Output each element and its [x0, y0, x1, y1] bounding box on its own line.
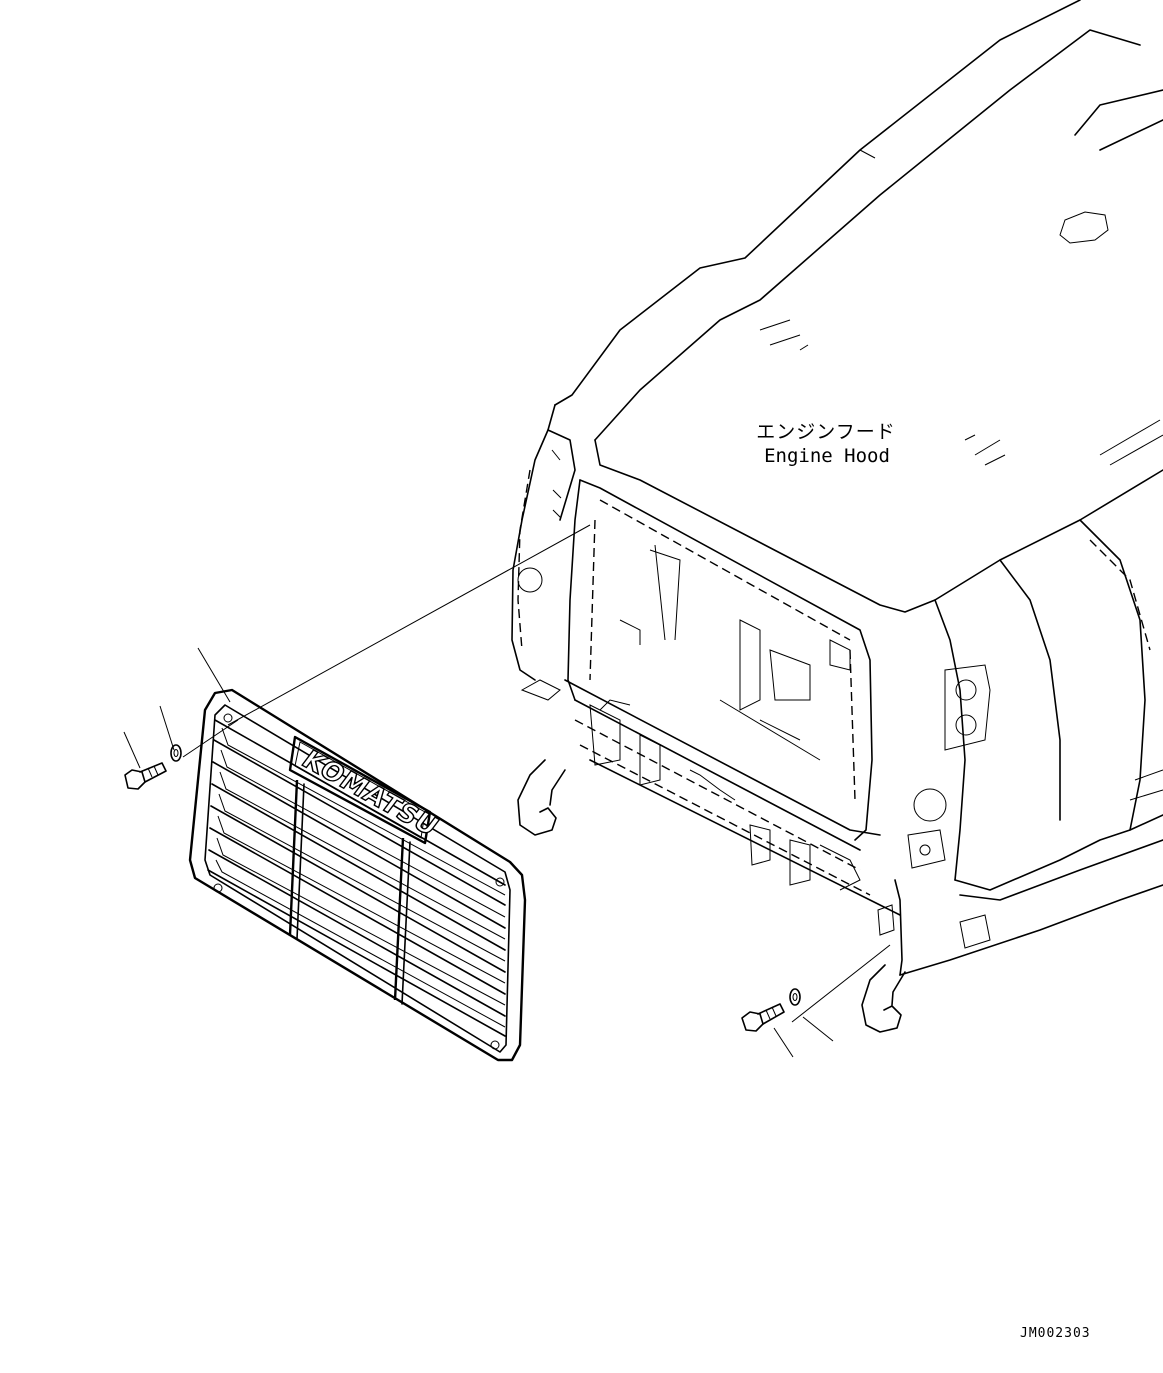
- bolt-icon: [741, 1003, 785, 1032]
- bolt-icon: [124, 762, 167, 790]
- drawing-number: JM002303: [1020, 1326, 1091, 1341]
- engine-hood-label-en: Engine Hood: [764, 445, 890, 467]
- washer-icon: [789, 988, 801, 1006]
- leader-lines: [123, 524, 891, 1058]
- washer-icon: [170, 744, 182, 762]
- engine-hood: [511, 0, 1163, 1033]
- radiator-grille-icon: [188, 688, 527, 1062]
- engine-hood-label-jp: エンジンフード: [756, 421, 896, 443]
